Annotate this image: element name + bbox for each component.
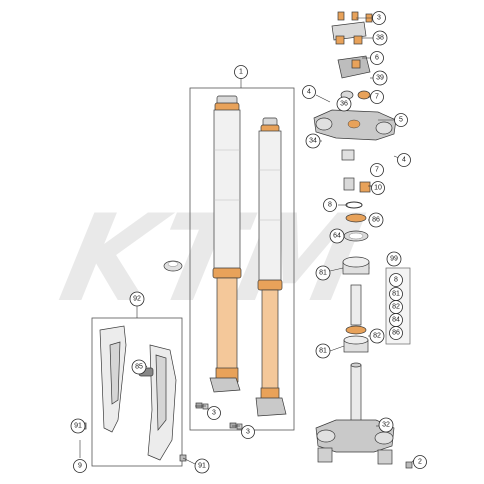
callout-c4a: 4 — [302, 85, 316, 99]
callout-c7a: 7 — [370, 90, 384, 104]
left-outer-tube — [213, 109, 241, 271]
callout-label: 92 — [133, 296, 141, 303]
callout-label: 82 — [373, 333, 381, 340]
callout-c82: 82 — [369, 328, 385, 344]
callout-c81b: 81 — [315, 343, 331, 359]
callout-label: 6 — [375, 55, 379, 62]
kit-item-label: 86 — [392, 330, 400, 337]
callout-c6: 6 — [370, 51, 384, 65]
kit-item: 86 — [389, 326, 403, 340]
handlebar-clamp-upper — [331, 21, 367, 41]
left-fork-leg — [209, 95, 242, 393]
callout-label: 39 — [376, 75, 384, 82]
callout-c5: 5 — [394, 113, 408, 127]
right-fork-foot — [255, 397, 287, 417]
lower-triple-clamp-assembly — [315, 362, 413, 469]
callout-c39: 39 — [372, 70, 388, 86]
callout-c91b: 91 — [194, 458, 210, 474]
callout-label: 1 — [239, 69, 243, 76]
right-outer-tube — [258, 130, 282, 282]
bearing-kit-box: 99 8 81 82 84 86 — [385, 251, 411, 345]
left-fork-foot — [209, 377, 241, 393]
callout-label: 91 — [198, 463, 206, 470]
callout-label: 4 — [402, 157, 406, 164]
callout-c85: 85 — [131, 359, 147, 375]
callout-c3c: 3 — [241, 425, 255, 439]
callout-label: 32 — [382, 422, 390, 429]
callout-label: 3 — [212, 410, 216, 417]
right-fork-seal — [257, 279, 283, 291]
callout-label: 7 — [375, 94, 379, 101]
callout-c34: 34 — [305, 133, 321, 149]
kit-item: 8 — [389, 273, 403, 287]
callout-c81a: 81 — [315, 265, 331, 281]
upper-bearing-seal — [345, 213, 367, 223]
callout-label: 5 — [399, 117, 403, 124]
callout-c7b: 7 — [370, 163, 384, 177]
kit-item: 81 — [389, 287, 403, 301]
kit-label: 99 — [386, 251, 402, 267]
bleed-screws — [195, 402, 243, 430]
kit-item: 82 — [389, 300, 403, 314]
upper-triple-clamp-assembly — [313, 11, 397, 209]
callout-c3b: 3 — [207, 406, 221, 420]
steering-head-bearings — [342, 213, 370, 353]
callout-c1: 1 — [234, 65, 248, 79]
kit-item-label: 84 — [392, 317, 400, 324]
callout-label: 3 — [377, 15, 381, 22]
kit-item-label: 8 — [394, 277, 398, 284]
kit-item-label: 82 — [392, 304, 400, 311]
callout-c9: 9 — [73, 459, 87, 473]
callout-label: 8 — [328, 202, 332, 209]
callout-label: 85 — [135, 364, 143, 371]
left-fork-seal — [212, 267, 242, 279]
callout-label: 7 — [375, 167, 379, 174]
callout-label: 86 — [372, 217, 380, 224]
callout-c36: 36 — [336, 96, 352, 112]
callout-c4b: 4 — [397, 153, 411, 167]
ktm-watermark: KTM — [50, 188, 374, 328]
callout-c64: 64 — [329, 228, 345, 244]
callout-c8: 8 — [323, 198, 337, 212]
right-inner-tube — [261, 289, 279, 391]
kit-item: 84 — [389, 313, 403, 327]
callout-label: 64 — [333, 233, 341, 240]
right-fork-leg — [255, 117, 287, 417]
callout-c38: 38 — [372, 30, 388, 46]
callout-label: 81 — [319, 270, 327, 277]
kit-label-text: 99 — [390, 256, 398, 263]
callout-label: 91 — [74, 423, 82, 430]
steering-stem-spacer — [350, 284, 362, 326]
callout-label: 3 — [246, 429, 250, 436]
callout-c3a: 3 — [372, 11, 386, 25]
callout-label: 4 — [307, 89, 311, 96]
callout-label: 9 — [78, 463, 82, 470]
callout-c10: 10 — [371, 181, 385, 195]
fork-guards — [79, 325, 187, 462]
callout-label: 34 — [309, 138, 317, 145]
callout-c32: 32 — [378, 417, 394, 433]
lower-bearing-seal — [345, 325, 367, 335]
callout-label: 2 — [418, 459, 422, 466]
callout-label: 10 — [374, 185, 382, 192]
callout-c86: 86 — [368, 212, 384, 228]
callout-label: 38 — [376, 35, 384, 42]
callout-label: 81 — [319, 348, 327, 355]
callout-label: 36 — [340, 101, 348, 108]
callout-c91a: 91 — [70, 418, 86, 434]
callout-c2: 2 — [413, 455, 427, 469]
left-inner-tube — [216, 277, 238, 371]
callout-c92: 92 — [129, 291, 145, 307]
kit-item-label: 81 — [392, 291, 400, 298]
